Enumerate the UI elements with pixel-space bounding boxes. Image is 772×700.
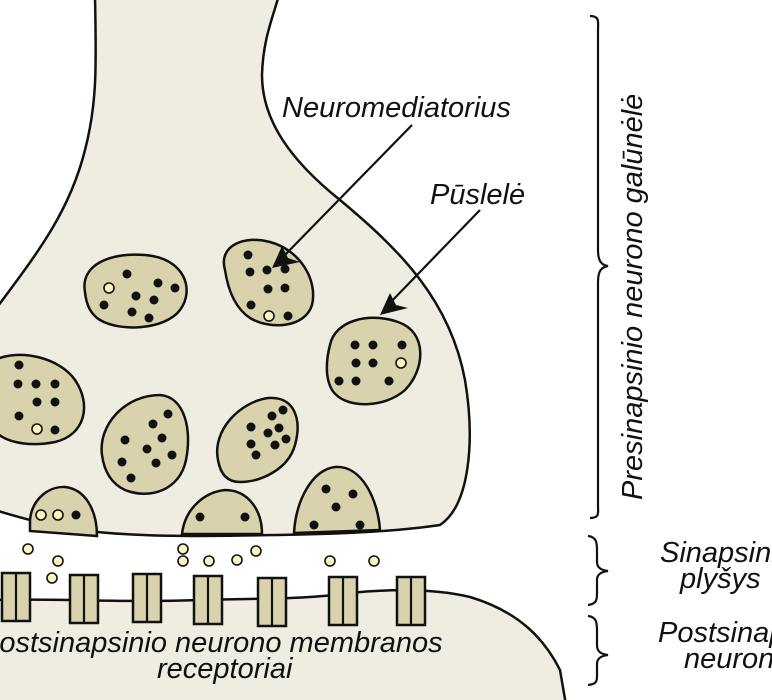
receptor: [0, 571, 32, 623]
label-vesicle: Pūslelė: [430, 179, 525, 211]
brace-presynaptic: [589, 14, 609, 520]
label-neurotransmitter: Neuromediatorius: [282, 92, 511, 124]
vesicle-4: [0, 353, 86, 446]
receptor: [256, 576, 288, 628]
vesicle-6: [215, 396, 299, 484]
label-postsynaptic-1: Postsinapsinis: [658, 617, 772, 649]
label-synaptic-cleft-2: plyšys: [679, 563, 761, 595]
receptor: [327, 575, 359, 627]
vesicle-9: [292, 465, 382, 535]
arrow-neurotransmitter: [272, 124, 413, 268]
vesicle-8: [180, 488, 264, 536]
vesicle-3: [325, 316, 422, 406]
vesicle-1: [83, 253, 188, 329]
arrow-vesicle: [380, 209, 481, 315]
label-receptors-2: receptoriai: [157, 653, 294, 685]
label-postsynaptic-2: neuronas: [684, 643, 772, 675]
label-synaptic-cleft-1: Sinapsinis: [660, 537, 772, 569]
brace-postsynaptic: [587, 614, 609, 687]
label-receptors-1: Postsinapsinio neurono membranos: [0, 627, 443, 659]
vesicle-5: [100, 393, 190, 495]
label-presynaptic-terminal: Presinapsinio neurono galūnėlė: [617, 94, 649, 500]
receptor: [395, 575, 427, 627]
receptor: [192, 574, 224, 626]
cleft-neurotransmitters: [22, 543, 380, 584]
brace-cleft: [587, 534, 609, 607]
receptors: [0, 571, 427, 628]
receptor: [131, 572, 163, 624]
receptor: [68, 573, 100, 625]
vesicle-7: [28, 485, 99, 538]
